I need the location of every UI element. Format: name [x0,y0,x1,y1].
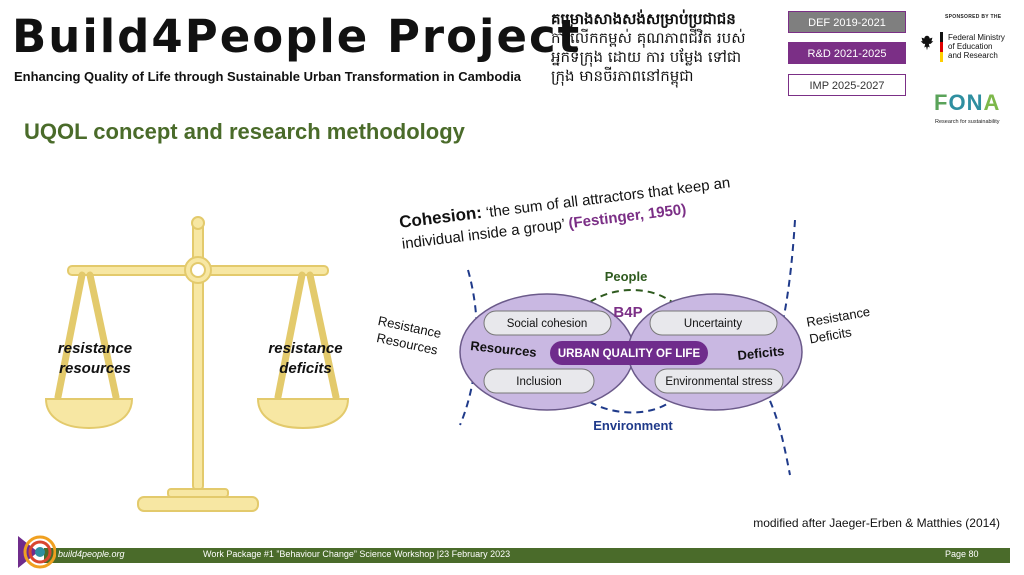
page-number: Page 80 [945,549,979,559]
scale-knob [191,216,205,230]
label-environment: Environment [593,418,673,433]
pill-inclusion-text: Inclusion [516,376,561,388]
arc-right-lower [764,389,791,476]
footer-event: Work Package #1 ”Behaviour Change” Scien… [203,549,511,559]
footer-website: build4people.org [58,549,125,559]
ministry-line-2: of Education [948,42,993,51]
build4people-logo-icon [18,535,56,569]
scale-left-pan [44,398,134,430]
scale-right-pan [256,398,350,430]
scale-base [137,496,259,512]
khmer-title: គម្រោងសាងសង់សម្រាប់ប្រជាជន [551,10,736,28]
source-citation: modified after Jaeger-Erben & Matthies (… [753,516,1000,530]
pill-uncertainty-text: Uncertainty [684,318,742,330]
phase-imp-badge: IMP 2025-2027 [788,74,906,96]
project-title: Build4People Project [12,10,582,63]
fona-tagline: Research for sustainability [935,119,1000,125]
center-pill [550,341,708,365]
sponsor-label: SPONSORED BY THE [945,14,1002,20]
khmer-line-2: អ្នកទីក្រុង ដោយ ការ បម្លែង ទៅជា [551,48,742,66]
scale-right-label: resistance deficits [268,340,343,377]
side-label-resistance-resources: Resistance Resources [375,312,443,358]
khmer-line-1: ការលើកកម្ពស់ គុណភាពជីវិត របស់ [551,29,746,47]
project-subtitle: Enhancing Quality of Life through Sustai… [14,69,522,84]
arc-right-outer [769,220,796,371]
section-title: UQOL concept and research methodology [24,119,465,144]
label-resources: Resources [470,338,538,360]
pill-environmental-stress [654,368,784,394]
ministry-name: Federal Ministry of Education and Resear… [948,33,1005,60]
scale-left-label: resistance resources [57,340,133,377]
fona-logo: FONA [934,90,1001,115]
pill-social-cohesion-text: Social cohesion [507,318,588,330]
label-deficits: Deficits [737,343,785,363]
federal-eagle-icon [920,35,934,51]
arc-top [589,289,673,303]
uqol-diagram: People B4P Social cohesion Uncertainty R… [459,220,803,476]
scale-right-strings [274,271,340,401]
label-b4p: B4P [613,304,642,321]
arc-bottom [589,401,671,414]
pill-social-cohesion [483,310,612,336]
center-pill-text: URBAN QUALITY OF LIFE [558,348,701,360]
ministry-line-1: Federal Ministry [948,33,1005,42]
pill-environmental-stress-text: Environmental stress [665,376,773,388]
label-people: People [605,269,648,284]
pill-inclusion [483,368,595,394]
footer-bar [44,548,1010,563]
khmer-line-3: ក្រុង មានចីរភាពនៅកម្ពុជា [551,67,694,85]
scale-base-top [167,488,229,498]
ministry-line-3: and Research [948,51,998,60]
pill-uncertainty [649,310,778,336]
german-flag-icon [940,32,943,62]
scale-left-strings [54,271,120,401]
khmer-title-block: គម្រោងសាងសង់សម្រាប់ប្រជាជន ការលើកកម្ពស់ … [551,10,776,86]
balance-scale [44,216,350,512]
phase-def-badge: DEF 2019-2021 [788,11,906,33]
phase-rd-badge: R&D 2021-2025 [788,42,906,64]
